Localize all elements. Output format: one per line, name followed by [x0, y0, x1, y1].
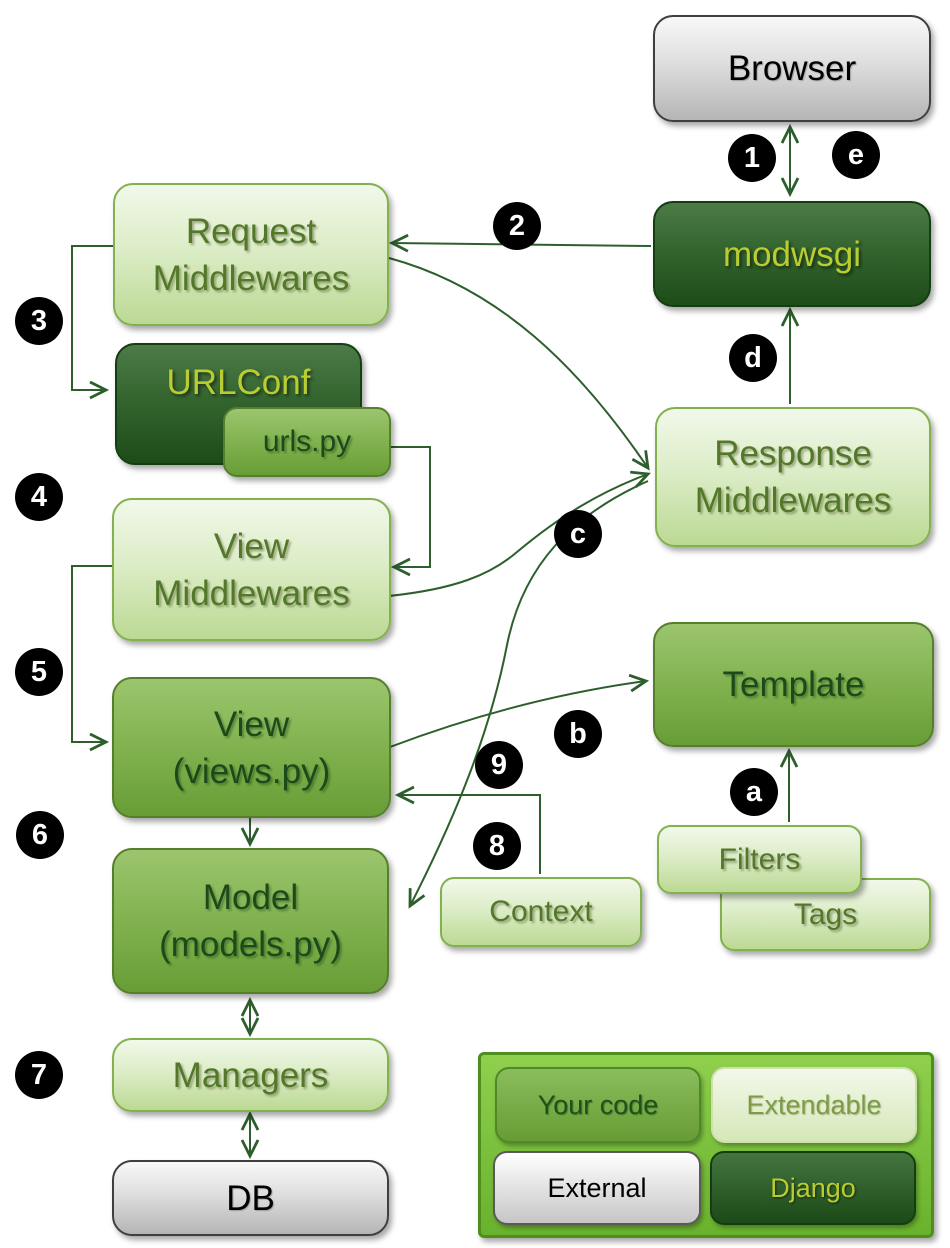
node-model: Model (models.py) [112, 848, 389, 994]
node-view-middlewares: View Middlewares [112, 498, 391, 641]
arrow-context-to-view [394, 785, 541, 874]
badge-step-2: 2 [493, 202, 541, 250]
node-tags-label: Tags [793, 897, 858, 931]
badge-step-7: 7 [15, 1051, 63, 1099]
arrow-request-middlewares-to-urlconf [71, 245, 113, 400]
node-modwsgi-label: modwsgi [722, 234, 862, 274]
node-view-line1: View [213, 704, 290, 744]
node-urlconf-label: URLConf [166, 363, 311, 402]
node-request-middlewares-line1: Request [185, 211, 317, 251]
badge-step-d: d [729, 334, 777, 382]
node-urls-py-label: urls.py [262, 425, 352, 458]
badge-step-3: 3 [15, 297, 63, 345]
legend-extendable-label: Extendable [746, 1089, 882, 1120]
legend-item-your-code: Your code [495, 1067, 701, 1143]
legend-external-label: External [547, 1172, 647, 1203]
badge-step-a: a [730, 768, 778, 816]
badge-step-6: 6 [16, 811, 64, 859]
node-view-line2: (views.py) [172, 751, 331, 791]
node-modwsgi: modwsgi [653, 201, 931, 307]
node-context: Context [440, 877, 642, 947]
node-view-middlewares-line1: View [213, 526, 290, 566]
arrow-view-to-template [389, 673, 650, 748]
legend: Your code Extendable External Django [478, 1052, 934, 1238]
node-db-label: DB [226, 1178, 275, 1218]
node-request-middlewares-line2: Middlewares [152, 258, 350, 298]
arrow-request-middlewares-to-response-middlewares [388, 257, 650, 471]
legend-your-code-label: Your code [537, 1089, 659, 1120]
badge-step-e: e [832, 131, 880, 179]
badge-step-4: 4 [15, 473, 63, 521]
arrow-curve-to-model [408, 480, 649, 909]
node-managers-label: Managers [172, 1055, 329, 1095]
legend-item-external: External [493, 1151, 701, 1225]
node-request-middlewares: Request Middlewares [113, 183, 389, 326]
node-filters: Filters [657, 825, 862, 894]
node-browser-label: Browser [727, 49, 857, 88]
node-template: Template [653, 622, 934, 747]
node-model-line1: Model [202, 878, 299, 917]
node-response-middlewares-line2: Middlewares [694, 481, 892, 520]
node-view-middlewares-line2: Middlewares [153, 573, 350, 613]
legend-django-label: Django [770, 1172, 856, 1203]
node-browser: Browser [653, 15, 931, 122]
legend-item-django: Django [710, 1151, 916, 1225]
arrow-view-middlewares-to-response-middlewares [388, 470, 651, 597]
arrow-urlspy-to-view-middlewares [389, 446, 431, 577]
node-response-middlewares-line1: Response [714, 434, 872, 473]
node-managers: Managers [112, 1038, 389, 1112]
badge-step-b: b [554, 710, 602, 758]
node-filters-label: Filters [718, 842, 801, 876]
node-response-middlewares: Response Middlewares [655, 407, 931, 547]
badge-step-5: 5 [15, 648, 63, 696]
node-view: View (views.py) [112, 677, 391, 818]
node-model-line2: (models.py) [159, 925, 342, 964]
badge-step-c: c [554, 510, 602, 558]
node-urls-py: urls.py [223, 407, 391, 477]
badge-step-8: 8 [473, 822, 521, 870]
badge-step-1: 1 [728, 134, 776, 182]
node-template-label: Template [722, 665, 865, 704]
arrow-view-middlewares-to-view [71, 565, 112, 752]
node-db: DB [112, 1160, 389, 1236]
legend-item-extendable: Extendable [711, 1067, 917, 1143]
node-context-label: Context [489, 895, 593, 928]
badge-step-9: 9 [475, 741, 523, 789]
